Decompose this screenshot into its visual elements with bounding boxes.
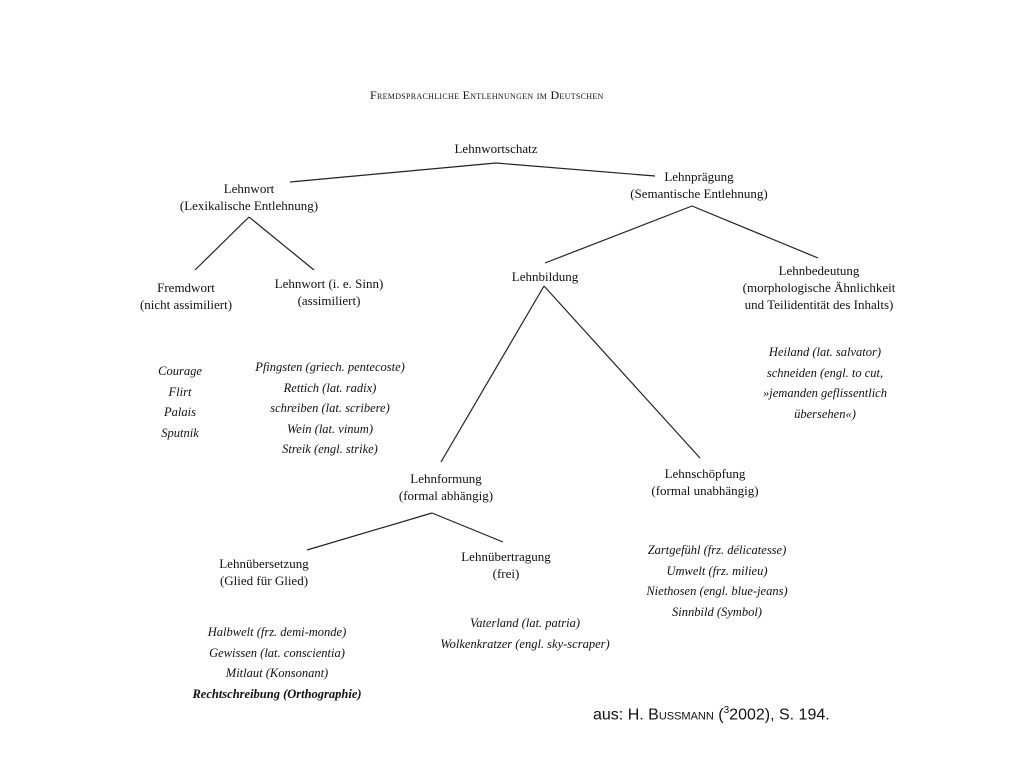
node-lehnuebersetzung-sub: (Glied für Glied) bbox=[219, 573, 309, 588]
example-item: Heiland (lat. salvator) bbox=[768, 345, 882, 359]
example-item: Courage bbox=[158, 364, 202, 378]
example-item: Flirt bbox=[168, 384, 192, 399]
node-lehnuebersetzung-label: Lehnübersetzung bbox=[219, 556, 309, 571]
examples-fremdwort: Courage Flirt Palais Sputnik bbox=[140, 361, 220, 443]
source-edition: 3 bbox=[723, 705, 730, 716]
node-lehnformung-label: Lehnformung bbox=[410, 471, 482, 486]
example-item: übersehen«) bbox=[794, 406, 856, 421]
node-lehnwort-ies: Lehnwort (i. e. Sinn) (assimiliert) bbox=[259, 275, 399, 309]
example-item: Sputnik bbox=[161, 425, 199, 440]
example-item: Vaterland (lat. patria) bbox=[469, 616, 581, 630]
example-item: Rettich (lat. radix) bbox=[283, 380, 377, 395]
node-lehnschoepfung-label: Lehnschöpfung bbox=[664, 466, 746, 481]
examples-lehnbedeutung: Heiland (lat. salvator) schneiden (engl.… bbox=[740, 342, 910, 424]
node-lehnbildung: Lehnbildung bbox=[490, 268, 600, 285]
examples-lehnuebertragung: Vaterland (lat. patria) Wolkenkratzer (e… bbox=[425, 613, 625, 654]
edge-lehnwortschatz-lehnwort bbox=[289, 162, 497, 183]
node-lehnpraegung: Lehnprägung (Semantische Entlehnung) bbox=[614, 168, 784, 202]
node-lehnwort-ies-sub: (assimiliert) bbox=[297, 293, 361, 308]
examples-lehnschoepfung: Zartgefühl (frz. délicatesse) Umwelt (fr… bbox=[632, 540, 802, 622]
example-item: Streik (engl. strike) bbox=[282, 442, 378, 456]
node-lehnwortschatz: Lehnwortschatz bbox=[426, 140, 566, 157]
examples-lehnwort-ies: Pfingsten (griech. pentecoste) Rettich (… bbox=[240, 357, 420, 460]
source-citation: aus: H. Bußmann (32002), S. 194. bbox=[593, 705, 830, 724]
example-item: Zartgefühl (frz. délicatesse) bbox=[647, 543, 787, 557]
example-item: Wein (lat. vinum) bbox=[287, 421, 373, 436]
node-lehnbedeutung-sub1: (morphologische Ähnlichkeit bbox=[742, 280, 896, 295]
example-item: Pfingsten (griech. pentecoste) bbox=[255, 360, 405, 374]
example-item: Rechtschreibung (Orthographie) bbox=[192, 686, 362, 701]
edge-lehnpraegung-lehnbedeutung bbox=[691, 205, 819, 259]
node-lehnwort: Lehnwort (Lexikalische Entlehnung) bbox=[164, 180, 334, 214]
source-author: Bußmann bbox=[648, 706, 714, 724]
source-prefix: aus: H. bbox=[593, 706, 649, 724]
node-lehnformung-sub: (formal abhängig) bbox=[398, 488, 494, 503]
node-lehnbedeutung: Lehnbedeutung (morphologische Ähnlichkei… bbox=[724, 262, 914, 313]
node-fremdwort: Fremdwort (nicht assimiliert) bbox=[126, 279, 246, 313]
edge-lehnwortschatz-lehnpraegung bbox=[495, 162, 656, 177]
node-lehnbedeutung-label: Lehnbedeutung bbox=[778, 263, 860, 278]
source-open: ( bbox=[713, 706, 724, 724]
node-lehnbildung-label: Lehnbildung bbox=[511, 269, 579, 284]
source-rest: 2002), S. 194. bbox=[729, 706, 830, 724]
node-lehnschoepfung: Lehnschöpfung (formal unabhängig) bbox=[640, 465, 770, 499]
node-fremdwort-label: Fremdwort bbox=[157, 280, 215, 295]
example-item: schneiden (engl. to cut, bbox=[766, 365, 884, 380]
node-lehnwortschatz-label: Lehnwortschatz bbox=[454, 141, 538, 156]
diagram-title: Fremdsprachliche Entlehnungen im Deutsch… bbox=[370, 88, 604, 102]
example-item: Wolkenkratzer (engl. sky-scraper) bbox=[440, 636, 610, 651]
edge-lehnbildung-lehnformung bbox=[440, 285, 545, 463]
example-item: Mitlaut (Konsonant) bbox=[225, 666, 329, 680]
example-item: »jemanden geflissentlich bbox=[763, 386, 887, 400]
node-lehnpraegung-label: Lehnprägung bbox=[664, 169, 734, 184]
node-lehnwort-ies-label: Lehnwort (i. e. Sinn) bbox=[274, 276, 384, 291]
example-item: schreiben (lat. scribere) bbox=[270, 401, 390, 415]
example-item: Palais bbox=[164, 405, 196, 419]
node-lehnwort-sub: (Lexikalische Entlehnung) bbox=[179, 198, 319, 213]
example-item: Niethosen (engl. blue-jeans) bbox=[646, 584, 788, 598]
example-item: Umwelt (frz. milieu) bbox=[666, 563, 768, 578]
node-lehnschoepfung-sub: (formal unabhängig) bbox=[651, 483, 759, 498]
example-item: Gewissen (lat. conscientia) bbox=[209, 645, 345, 660]
node-lehnuebersetzung: Lehnübersetzung (Glied für Glied) bbox=[204, 555, 324, 589]
edge-lehnbildung-lehnschoepfung bbox=[543, 285, 701, 459]
edge-lehnwort-lehnwort-ies bbox=[248, 216, 315, 271]
edge-lehnformung-lehnuebertragung bbox=[431, 512, 504, 543]
edge-lehnformung-lehnuebersetzung bbox=[306, 512, 433, 551]
example-item: Sinnbild (Symbol) bbox=[672, 604, 762, 619]
example-item: Halbwelt (frz. demi-monde) bbox=[207, 625, 347, 639]
node-fremdwort-sub: (nicht assimiliert) bbox=[139, 297, 233, 312]
node-lehnpraegung-sub: (Semantische Entlehnung) bbox=[630, 186, 768, 201]
node-lehnuebertragung-sub: (frei) bbox=[492, 566, 520, 581]
node-lehnwort-label: Lehnwort bbox=[223, 181, 275, 196]
node-lehnformung: Lehnformung (formal abhängig) bbox=[386, 470, 506, 504]
node-lehnuebertragung-label: Lehnübertragung bbox=[461, 549, 551, 564]
edge-lehnwort-fremdwort bbox=[194, 216, 250, 271]
examples-lehnuebersetzung: Halbwelt (frz. demi-monde) Gewissen (lat… bbox=[182, 622, 372, 704]
node-lehnbedeutung-sub2: und Teilidentität des Inhalts) bbox=[744, 297, 894, 312]
edge-lehnpraegung-lehnbildung bbox=[544, 205, 693, 264]
node-lehnuebertragung: Lehnübertragung (frei) bbox=[446, 548, 566, 582]
